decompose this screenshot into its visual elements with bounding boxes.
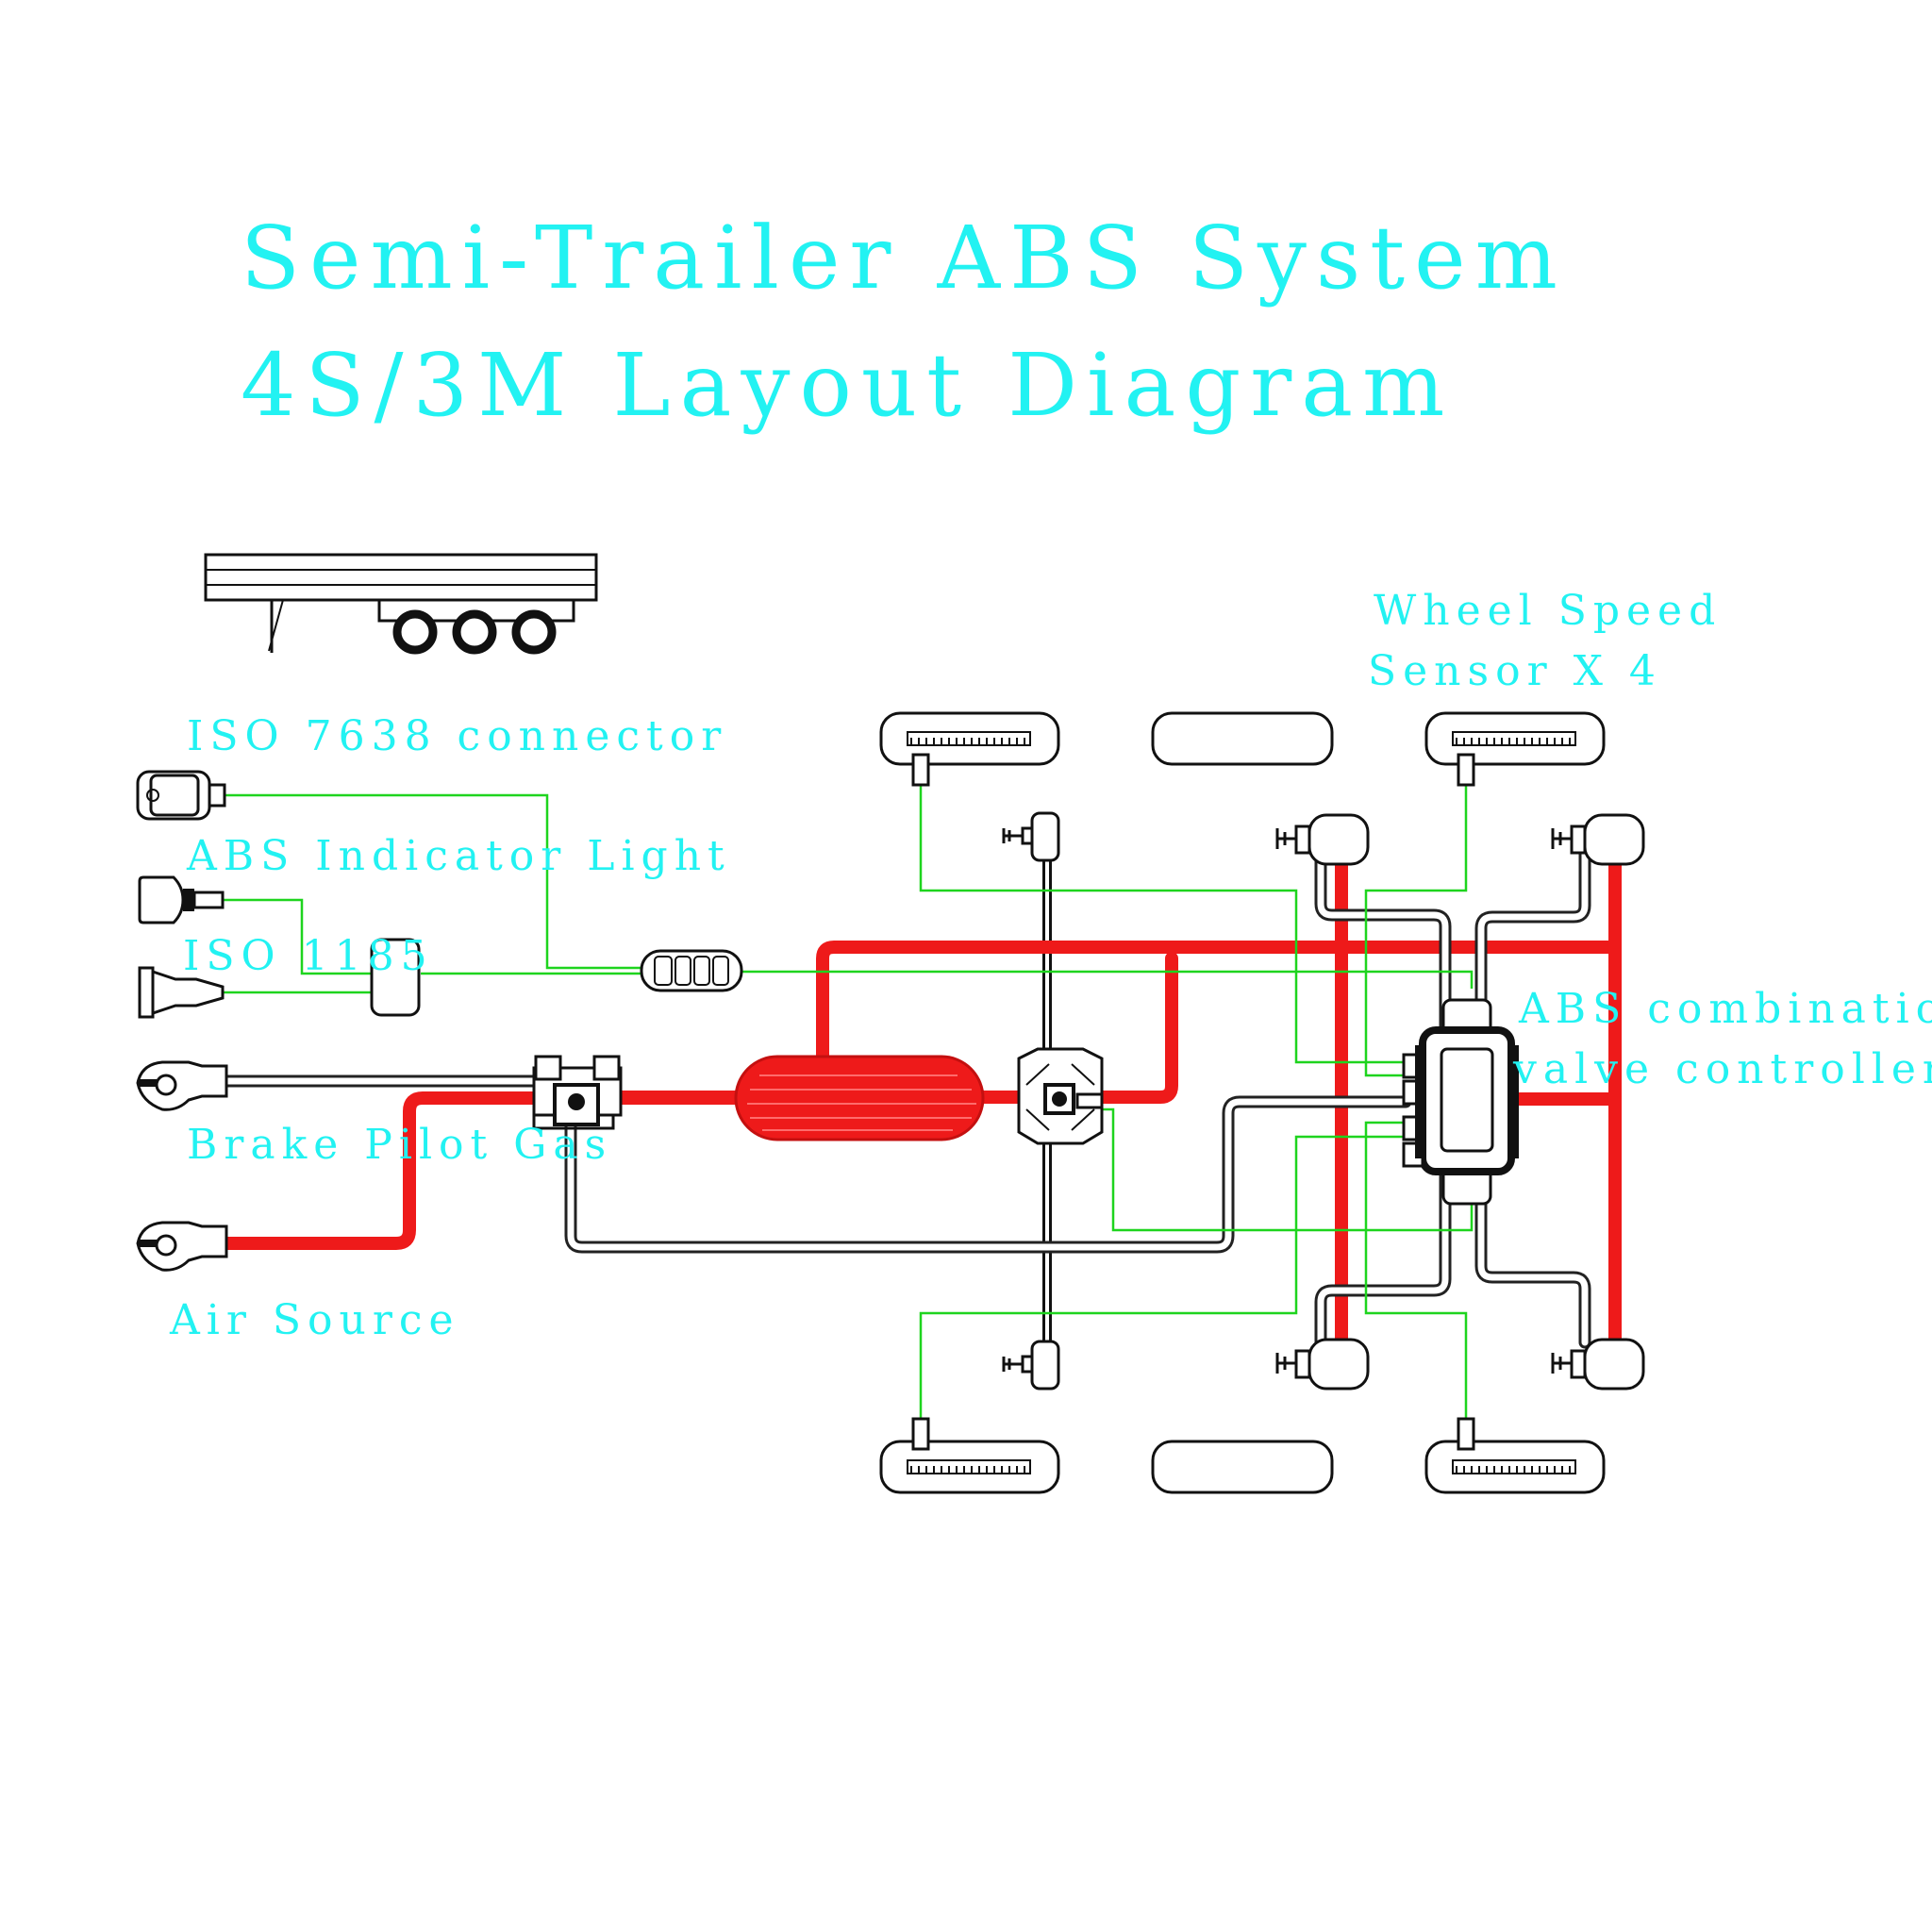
tire-bottom-right xyxy=(1424,1440,1606,1494)
iso1185-plug-icon xyxy=(138,966,225,1019)
label-abs-indicator: ABS Indicator Light xyxy=(186,832,731,880)
wheel-speed-sensor-bottom-right xyxy=(1457,1417,1475,1451)
label-abs-valve-line2: valve controller xyxy=(1512,1045,1932,1093)
brake-chamber-middle-top xyxy=(1275,813,1370,866)
relay-valve-icon xyxy=(1017,1047,1104,1145)
pilot-lines xyxy=(220,847,1591,1349)
electrical-wires xyxy=(223,785,1474,1419)
junction-box-icon xyxy=(640,949,743,992)
emergency-relay-valve xyxy=(532,1055,623,1130)
label-brake-pilot: Brake Pilot Gas xyxy=(187,1121,612,1169)
semi-trailer-icon xyxy=(204,553,598,655)
brake-chamber-rear-bottom xyxy=(1551,1338,1645,1391)
wheel-speed-sensor-top-left xyxy=(911,753,930,787)
iso1185-junction-box xyxy=(370,938,421,1017)
abs-indicator-light-icon xyxy=(138,875,225,924)
label-abs-valve-line1: ABS combination xyxy=(1518,985,1932,1033)
brake-chamber-rear-top xyxy=(1551,813,1645,866)
label-wheel-speed-line1: Wheel Speed xyxy=(1374,587,1722,635)
title-line-2: 4S/3M Layout Diagram xyxy=(241,335,1454,436)
abs-ecu-icon xyxy=(1402,998,1519,1206)
title-line-1: Semi-Trailer ABS System xyxy=(241,208,1567,308)
wheel-speed-sensor-bottom-left xyxy=(911,1417,930,1451)
tire-bottom-left xyxy=(879,1440,1060,1494)
air-tank-icon xyxy=(734,1055,985,1141)
tire-top-middle xyxy=(1151,711,1334,766)
label-iso7638: ISO 7638 connector xyxy=(187,712,727,760)
brake-chamber-front-bottom xyxy=(1002,1340,1060,1391)
label-air-source: Air Source xyxy=(169,1296,460,1344)
tire-top-left xyxy=(879,711,1060,766)
air-source-coupling-icon xyxy=(136,1221,228,1272)
tire-bottom-middle xyxy=(1151,1440,1334,1494)
brake-pilot-coupling-icon xyxy=(136,1060,228,1111)
iso7638-connector-icon xyxy=(136,770,226,821)
tire-top-right xyxy=(1424,711,1606,766)
label-wheel-speed-line2: Sensor X 4 xyxy=(1368,647,1662,695)
brake-chamber-front-top xyxy=(1002,811,1060,862)
brake-chamber-middle-bottom xyxy=(1275,1338,1370,1391)
wheel-speed-sensor-top-right xyxy=(1457,753,1475,787)
label-iso1185: ISO 1185 xyxy=(183,932,434,980)
